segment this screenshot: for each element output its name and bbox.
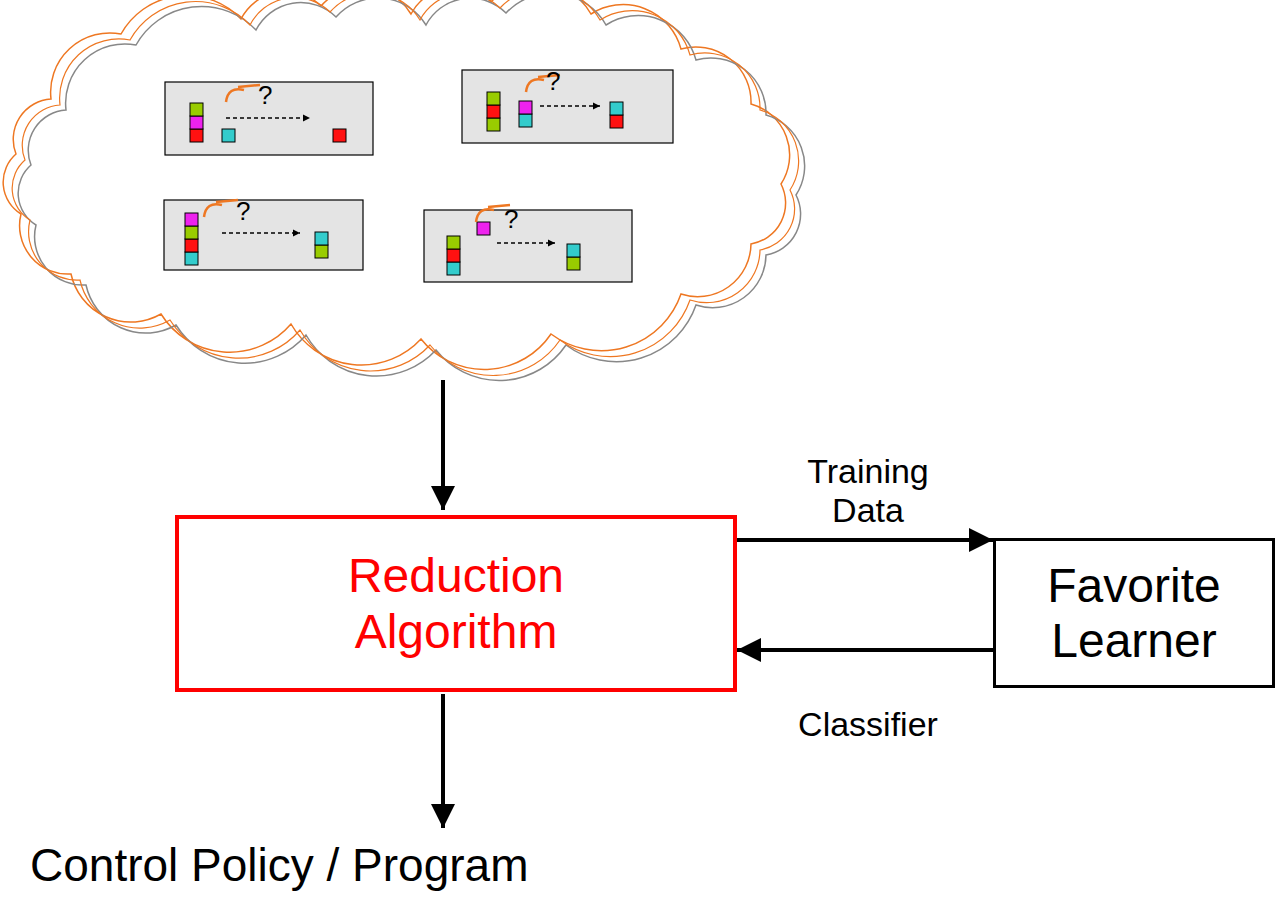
flow-arrow: [737, 538, 993, 542]
edge-label: Training Data: [773, 452, 963, 530]
output-label: Control Policy / Program: [30, 838, 529, 892]
question-mark: ?: [236, 196, 250, 227]
learner-box: Favorite Learner: [993, 538, 1275, 688]
question-mark: ?: [546, 66, 560, 97]
output-arrow: [441, 694, 445, 828]
blocks-world-examples: [164, 70, 673, 282]
question-mark: ?: [504, 204, 518, 235]
node-title: Reduction Algorithm: [306, 548, 606, 658]
flow-arrow: [737, 648, 993, 652]
cloud-outline: [3, 0, 804, 381]
input-arrow: [441, 380, 445, 510]
edge-label: Classifier: [773, 705, 963, 744]
node-title: Favorite Learner: [1019, 558, 1249, 668]
reduction-box: Reduction Algorithm: [175, 515, 737, 692]
question-mark: ?: [258, 80, 272, 111]
